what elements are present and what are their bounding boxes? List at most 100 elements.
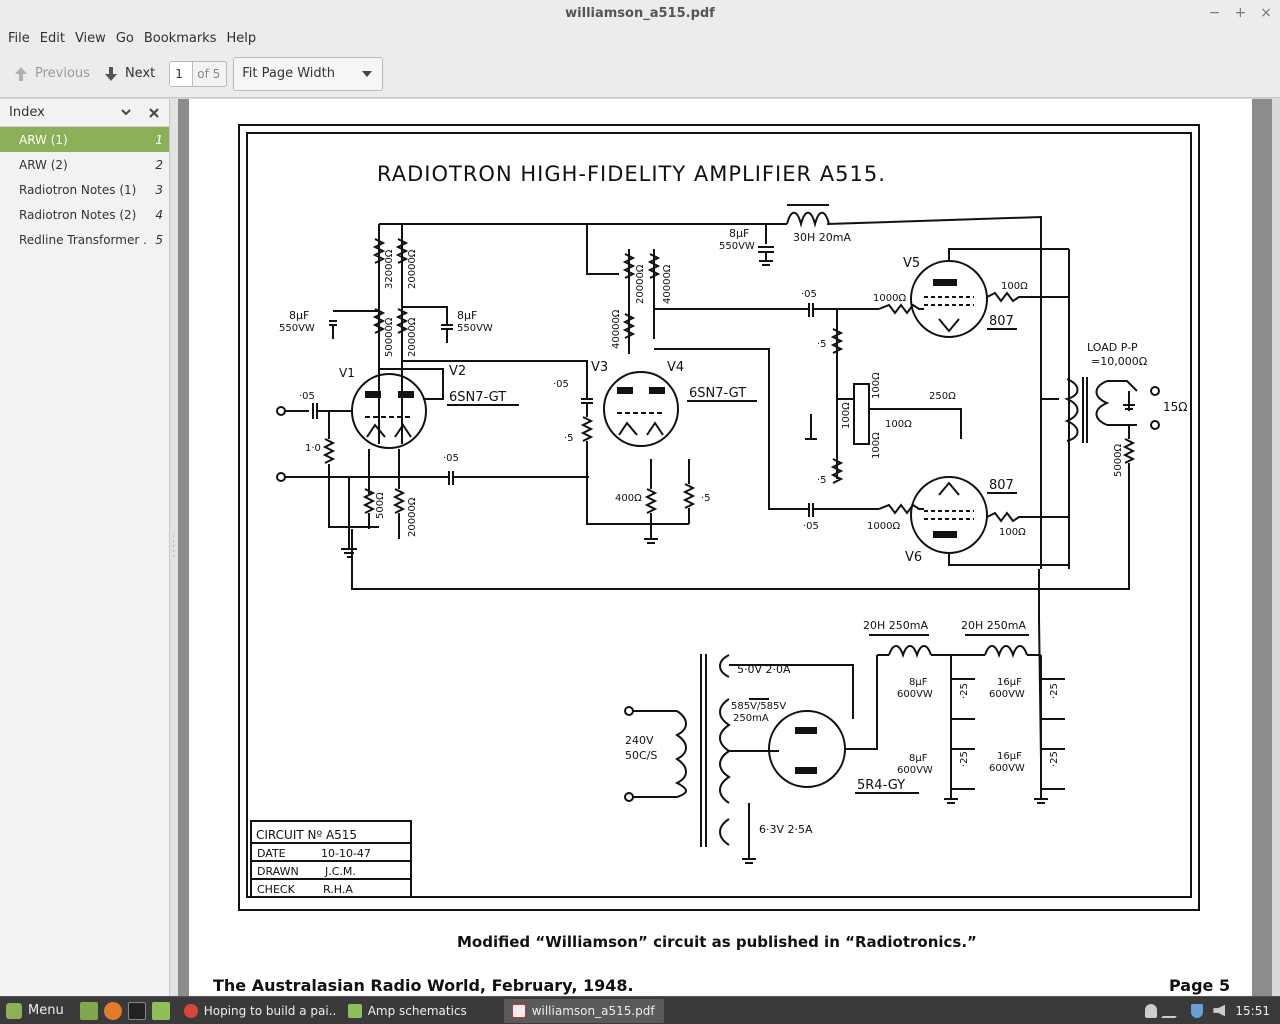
resistor-label: 50000Ω [384,317,395,357]
document-viewer[interactable]: RADIOTRON HIGH-FIDELITY AMPLIFIER A515. … [178,99,1280,996]
resistor-label: 100Ω [999,527,1026,538]
hv-label: 585V/585V [731,701,786,712]
cap-label: 600VW [897,765,933,776]
arrow-down-icon [104,66,117,81]
resistor-label: 1000Ω [873,293,906,304]
menu-edit[interactable]: Edit [39,30,65,46]
check-value: R.H.A [323,883,353,896]
index-sidebar: Index ARW (1) 1 ARW (2) 2 Radiotron Note… [0,99,170,996]
tube-label: V3 [591,360,608,375]
toolbar: Previous Next 1 of 5 Fit Page Width [0,50,1280,98]
cap-label: ·05 [443,453,459,464]
pdf-icon [511,1003,526,1018]
cap-label: 8µF [909,677,928,688]
user-icon[interactable] [1145,1003,1158,1018]
task-label: williamson_a515.pdf [531,1003,655,1018]
menu-help[interactable]: Help [226,30,257,46]
window-title: williamson_a515.pdf [565,6,715,21]
show-desktop-icon[interactable] [79,1001,98,1020]
sidebar-item-arw-2[interactable]: ARW (2) 2 [0,152,169,177]
cap-label: ·05 [801,289,817,300]
close-icon[interactable] [149,107,159,118]
sidebar-item-arw-1[interactable]: ARW (1) 1 [0,127,169,152]
tube-type-label: 6SN7-GT [689,386,746,401]
hv-ma-label: 250mA [733,713,769,724]
menu-file[interactable]: File [8,30,30,46]
vertical-scrollbar[interactable] [1272,99,1280,996]
tube-type-label: 5R4-GY [857,778,905,793]
sidebar-item-label: Radiotron Notes (2) [19,207,137,222]
task-pdf-viewer[interactable]: williamson_a515.pdf [503,998,664,1023]
cap-label: ·05 [553,379,569,390]
network-icon[interactable] [1161,1003,1188,1018]
sidebar-item-radiotron-notes-2[interactable]: Radiotron Notes (2) 4 [0,202,169,227]
pane-resize-handle[interactable] [170,99,178,996]
sidebar-item-label: Radiotron Notes (1) [19,182,137,197]
cap-label: 550VW [719,241,755,252]
footer-left: The Australasian Radio World, February, … [213,976,634,995]
clock[interactable]: 15:51 [1235,1003,1270,1018]
shield-icon[interactable] [1191,1003,1204,1018]
tube-label: V6 [905,550,922,565]
menu-go[interactable]: Go [115,30,134,46]
firefox-icon[interactable] [103,1001,122,1020]
taskbar: Menu Hoping to build a pai... Amp schema… [0,996,1280,1024]
chevron-down-icon[interactable] [121,109,131,116]
previous-label: Previous [35,66,90,81]
tube-type-label: 807 [989,478,1014,493]
close-button[interactable]: × [1260,5,1272,21]
schematic-diagram: RADIOTRON HIGH-FIDELITY AMPLIFIER A515. … [213,124,1230,995]
zoom-value: Fit Page Width [242,66,336,81]
cap-label: 16µF [997,751,1022,762]
previous-button[interactable]: Previous [14,66,90,82]
sidebar-item-label: ARW (1) [19,132,68,147]
next-button[interactable]: Next [104,66,155,82]
cap-label: 550VW [279,323,315,334]
volume-icon[interactable] [1213,1004,1226,1017]
drawn-label: DRAWN [257,865,299,878]
sidebar-header: Index [0,99,169,127]
cap-label: 8µF [457,309,477,322]
sidebar-item-redline-transformer[interactable]: Redline Transformer ... 5 [0,227,169,252]
zoom-select[interactable]: Fit Page Width [233,56,384,91]
resistor-label: 20000Ω [635,264,646,304]
start-menu-label: Menu [28,1003,64,1018]
tap-label: 6·3V 2·5A [759,823,813,836]
choke-label: 20H 250mA [863,619,928,632]
sidebar-item-page: 2 [155,157,163,172]
start-menu-button[interactable]: Menu [0,997,74,1024]
page-number-input[interactable]: 1 [169,60,194,87]
terminal-icon[interactable] [127,1001,146,1020]
menu-bookmarks[interactable]: Bookmarks [143,30,217,46]
resistor-label: 250Ω [929,391,956,402]
folder-icon [347,1003,362,1018]
date-label: DATE [257,847,286,860]
tube-label: V1 [339,366,355,380]
footer-right: Page 5 [1169,976,1230,995]
sidebar-item-radiotron-notes-1[interactable]: Radiotron Notes (1) 3 [0,177,169,202]
cap-label: 16µF [997,677,1022,688]
resistor-label: ·25 [1049,683,1060,699]
resistor-label: ·5 [564,433,574,444]
system-tray: 15:51 [1145,1003,1280,1018]
tap-label: 5·0V 2·0A [737,663,791,676]
cap-label: ·05 [803,521,819,532]
task-file-manager[interactable]: Amp schematics [340,999,500,1023]
maximize-button[interactable]: + [1234,5,1247,21]
resistor-label: ·5 [817,475,827,486]
grip-dots-icon: ····· [172,532,175,562]
task-browser[interactable]: Hoping to build a pai... [176,999,336,1023]
minimize-button[interactable]: − [1208,5,1221,21]
chrome-icon [183,1003,198,1018]
resistor-label: ·5 [817,339,827,350]
menu-view[interactable]: View [74,30,106,46]
files-icon[interactable] [151,1001,170,1020]
resistor-label: 20000Ω [407,249,418,289]
cap-label: 600VW [897,689,933,700]
resistor-label: 32000Ω [384,249,395,289]
cap-label: 8µF [289,309,309,322]
sidebar-item-page: 3 [155,182,163,197]
tube-label: V2 [449,364,466,379]
window-titlebar: williamson_a515.pdf − + × [0,0,1280,26]
resistor-label: 100Ω [885,419,912,430]
